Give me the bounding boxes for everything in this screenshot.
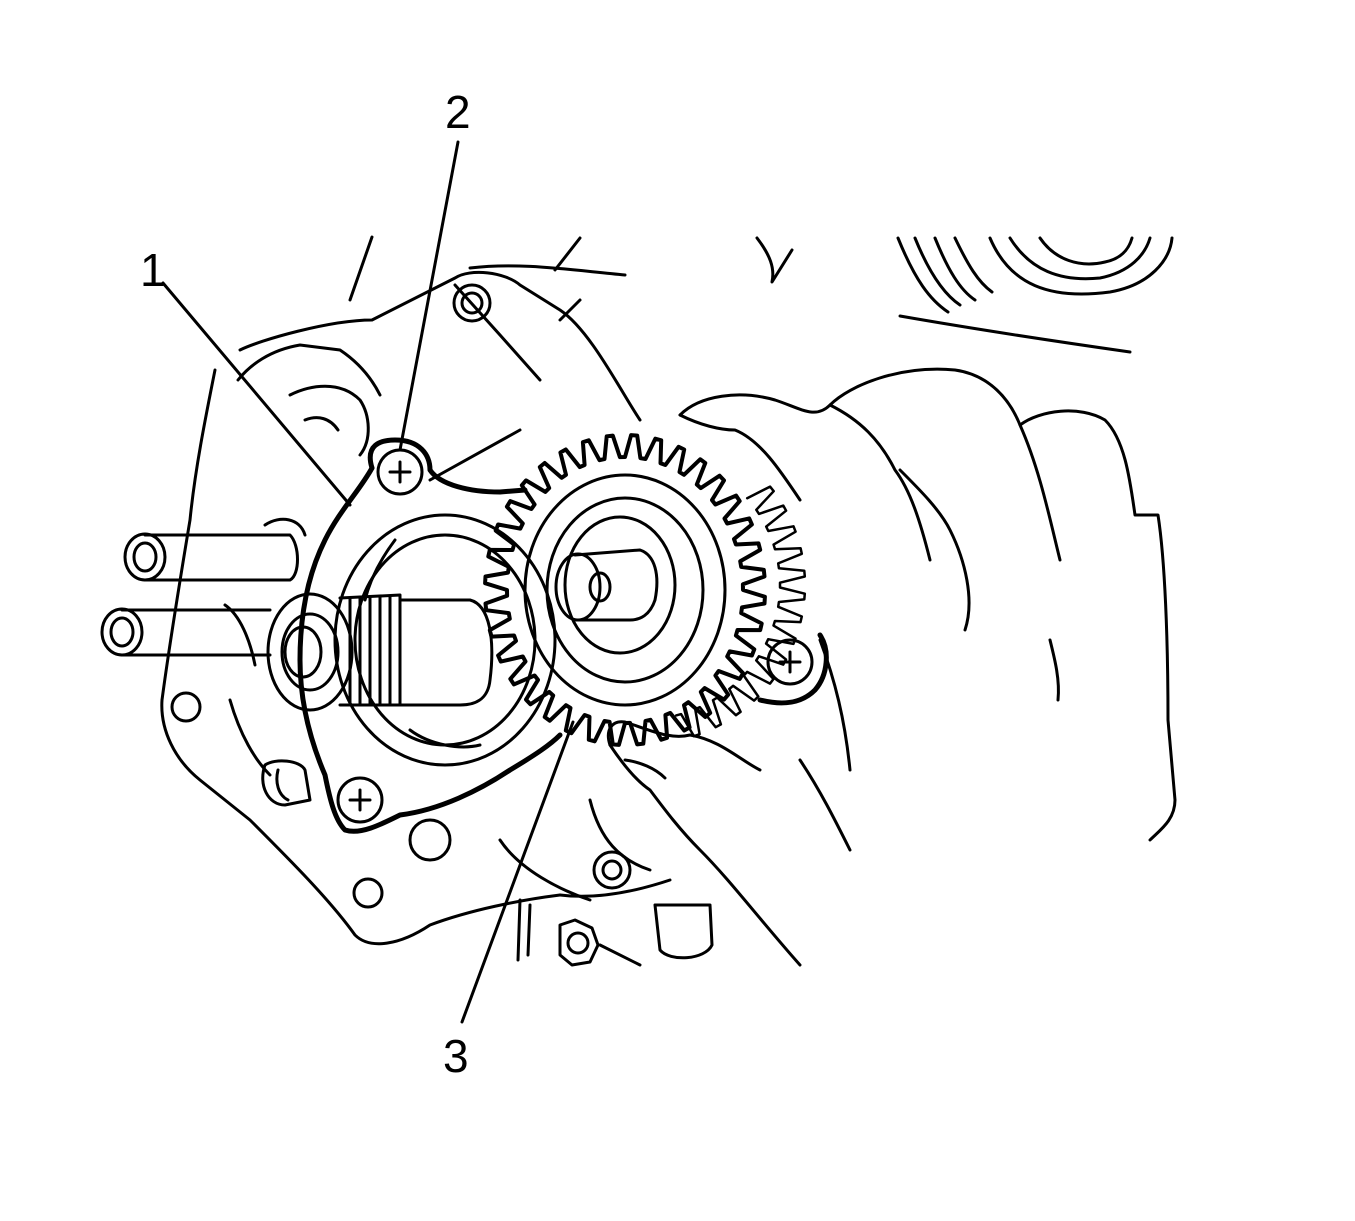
leader-line-1 [161, 281, 352, 507]
gear-back-teeth [674, 485, 807, 738]
gear-tooth-ring [483, 433, 767, 747]
leader-line-2 [398, 140, 460, 452]
shift-rail-shafts [100, 532, 299, 657]
technician-hands [606, 367, 1177, 967]
gear-hub [523, 473, 727, 707]
transmission-housing [160, 270, 672, 946]
callout-label-2: 2 [445, 86, 471, 138]
leader-lines [161, 140, 575, 1024]
leader-line-3 [460, 720, 575, 1024]
bearing-retainer-plate [297, 437, 829, 834]
lower-bolts [516, 898, 714, 967]
output-shaft [266, 592, 494, 712]
callout-label-3: 3 [443, 1030, 469, 1082]
callout-label-1: 1 [140, 244, 166, 296]
main-bearing [333, 513, 557, 767]
output-gear [483, 433, 767, 747]
housing-bolt-holes [170, 283, 632, 909]
cross-head-screw-icon [336, 448, 814, 824]
case-background-lines [348, 235, 1174, 354]
rear-gear-tooth-arc [674, 485, 807, 738]
